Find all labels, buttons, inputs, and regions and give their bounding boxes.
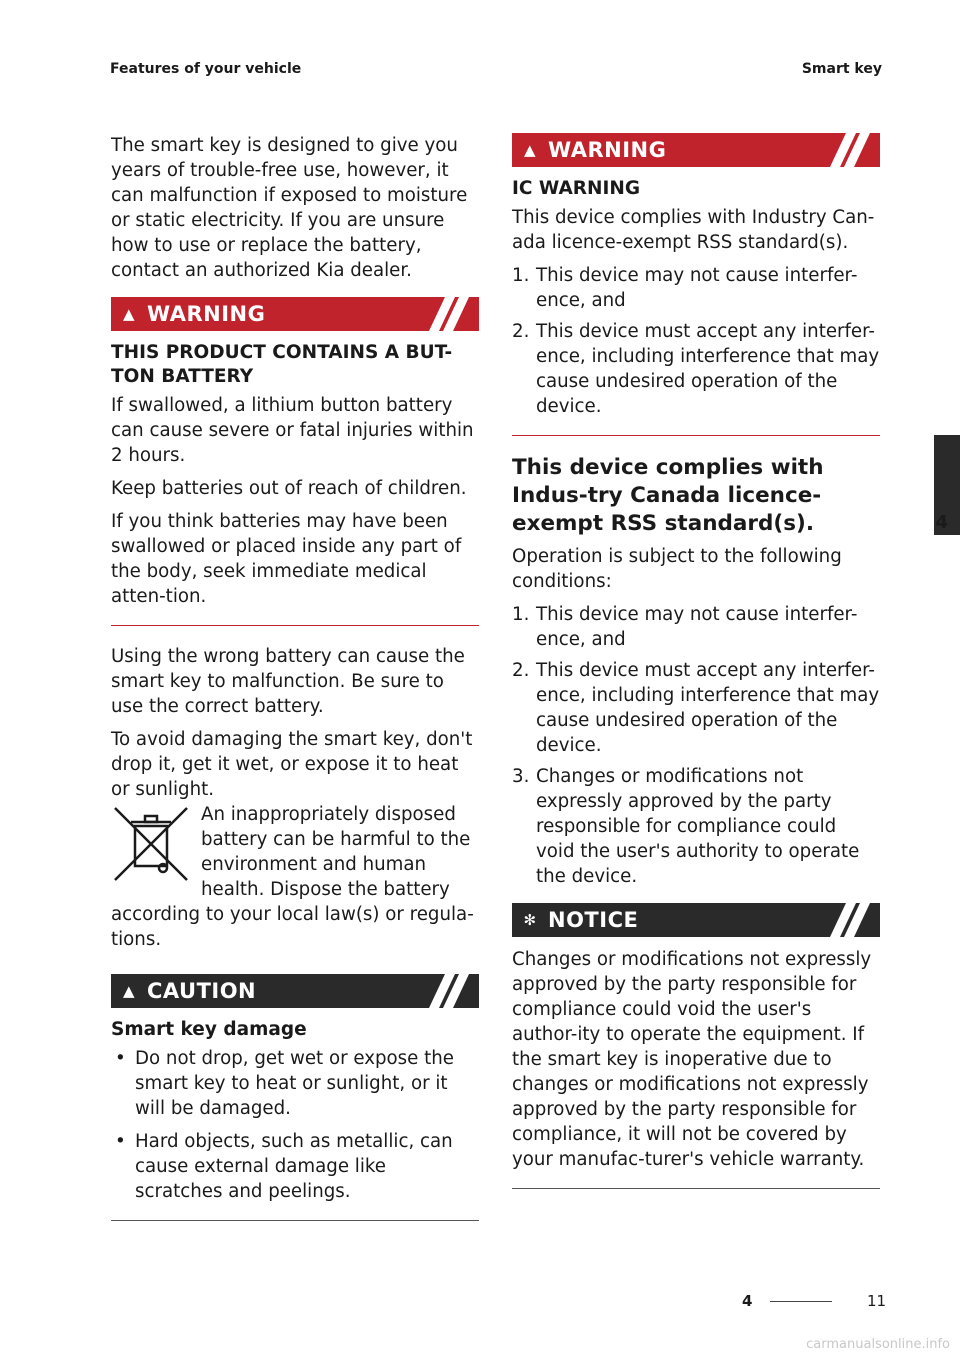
list-item: 2. This device must accept any interfer-e… bbox=[512, 658, 880, 758]
warning-banner: ▲ WARNING bbox=[512, 133, 880, 167]
caution-triangle-icon: ▲ bbox=[122, 982, 136, 1000]
caution-list: • Do not drop, get wet or expose the smar… bbox=[111, 1046, 479, 1204]
left-column: The smart key is designed to give you ye… bbox=[111, 133, 479, 1221]
warning-label: WARNING bbox=[147, 302, 266, 326]
list-item-text: This device may not cause interfer-ence,… bbox=[536, 604, 858, 650]
warning-triangle-icon: ▲ bbox=[122, 305, 136, 323]
list-number: 3. bbox=[512, 766, 530, 787]
section-divider bbox=[512, 1188, 880, 1189]
list-item: 1. This device may not cause interfer-enc… bbox=[512, 602, 880, 652]
section-title: This device complies with Indus-try Cana… bbox=[512, 455, 824, 536]
section-divider bbox=[111, 625, 479, 626]
section-divider bbox=[111, 1220, 479, 1221]
crossed-out-bin-icon bbox=[114, 807, 188, 881]
list-number: 1. bbox=[512, 604, 530, 625]
running-header-right: Smart key bbox=[801, 61, 882, 77]
right-column: ▲ WARNING IC WARNING This device complie… bbox=[512, 119, 880, 1189]
warning-paragraph: If swallowed, a lithium button battery c… bbox=[111, 395, 474, 466]
bullet-icon: • bbox=[115, 1048, 126, 1069]
list-item: 3. Changes or modifications not expressly… bbox=[512, 764, 880, 889]
list-item-text: Changes or modifications not expressly a… bbox=[536, 766, 860, 887]
notice-banner: ✻ NOTICE bbox=[512, 903, 880, 937]
caution-label: CAUTION bbox=[147, 979, 257, 1003]
warning-paragraph: This device complies with Industry Can-a… bbox=[512, 207, 875, 253]
list-item-text: Hard objects, such as metallic, can caus… bbox=[135, 1131, 453, 1202]
page-number: 11 bbox=[867, 1292, 887, 1310]
warning-paragraph: If you think batteries may have been swa… bbox=[111, 511, 462, 607]
conditions-numbered-list: 1. This device may not cause interfer-enc… bbox=[512, 602, 880, 889]
warning-banner: ▲ WARNING bbox=[111, 297, 479, 331]
warning-paragraph: Keep batteries out of reach of children. bbox=[111, 478, 467, 499]
disposal-notice: An inappropriately disposed battery can … bbox=[111, 802, 479, 960]
footer-chapter: 4 bbox=[742, 1292, 753, 1310]
banner-slash-decoration bbox=[429, 974, 469, 1008]
footer-divider bbox=[770, 1301, 832, 1302]
running-header-left: Features of your vehicle bbox=[110, 61, 302, 77]
list-number: 2. bbox=[512, 321, 530, 342]
body-paragraph: Operation is subject to the following co… bbox=[512, 546, 842, 592]
warning-heading: THIS PRODUCT CONTAINS A BUT-TON BATTERY bbox=[111, 342, 453, 387]
banner-slash-decoration bbox=[830, 903, 870, 937]
asterisk-icon: ✻ bbox=[523, 911, 537, 929]
banner-slash-decoration bbox=[830, 133, 870, 167]
warning-numbered-list: 1. This device may not cause interfer-enc… bbox=[512, 263, 880, 419]
caution-banner: ▲ CAUTION bbox=[111, 974, 479, 1008]
chapter-side-number: 4 bbox=[935, 512, 948, 533]
list-item: 2. This device must accept any interfer-e… bbox=[512, 319, 880, 419]
warning-label: WARNING bbox=[548, 138, 667, 162]
watermark: carmanualsonline.info bbox=[806, 1337, 950, 1352]
body-paragraph: Using the wrong battery can cause the sm… bbox=[111, 646, 465, 717]
chapter-side-tab bbox=[934, 435, 960, 535]
list-number: 2. bbox=[512, 660, 530, 681]
list-item-text: This device may not cause interfer-ence,… bbox=[536, 265, 858, 311]
warning-triangle-icon: ▲ bbox=[523, 141, 537, 159]
warning-heading: IC WARNING bbox=[512, 178, 641, 199]
list-item-text: This device must accept any interfer-enc… bbox=[536, 660, 880, 756]
banner-slash-decoration bbox=[429, 297, 469, 331]
bullet-icon: • bbox=[115, 1131, 126, 1152]
section-divider bbox=[512, 435, 880, 436]
list-item-text: Do not drop, get wet or expose the smart… bbox=[135, 1048, 454, 1119]
list-item: • Hard objects, such as metallic, can cau… bbox=[111, 1129, 479, 1204]
list-item: 1. This device may not cause interfer-enc… bbox=[512, 263, 880, 313]
list-item-text: This device must accept any interfer-enc… bbox=[536, 321, 880, 417]
disposal-text: An inappropriately disposed battery can … bbox=[111, 804, 474, 950]
body-paragraph: To avoid damaging the smart key, don't d… bbox=[111, 729, 473, 800]
caution-heading: Smart key damage bbox=[111, 1019, 307, 1040]
list-number: 1. bbox=[512, 265, 530, 286]
intro-paragraph: The smart key is designed to give you ye… bbox=[111, 135, 468, 281]
notice-text: Changes or modifications not expressly a… bbox=[512, 949, 872, 1170]
list-item: • Do not drop, get wet or expose the smar… bbox=[111, 1046, 479, 1121]
notice-label: NOTICE bbox=[548, 908, 639, 932]
